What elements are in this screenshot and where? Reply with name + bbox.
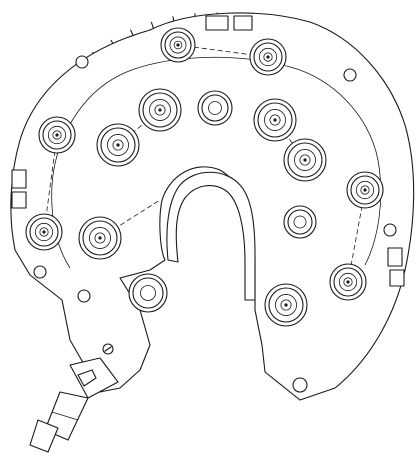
diode: [346, 171, 384, 209]
terminal-stud: [283, 205, 317, 239]
diode: [25, 213, 63, 251]
mounting-hole: [292, 377, 308, 393]
terminal-brackets: [11, 15, 405, 287]
diode: [249, 38, 287, 76]
mounting-holes: [33, 55, 397, 393]
mounting-hole: [33, 265, 47, 279]
diode: [78, 216, 122, 260]
central-slot: [166, 171, 256, 301]
diode: [264, 283, 308, 327]
diode: [138, 88, 182, 132]
inner-ring: [119, 56, 382, 266]
diode: [96, 123, 140, 167]
mounting-hole: [75, 55, 89, 69]
diode: [253, 98, 297, 142]
terminal-stud: [128, 273, 168, 313]
mounting-hole: [77, 289, 91, 303]
mounting-hole: [383, 223, 397, 237]
diode-array: [25, 27, 384, 327]
terminal-studs: [128, 90, 317, 313]
terminal-connector: [29, 357, 119, 453]
diode: [38, 116, 76, 154]
diode: [283, 138, 327, 182]
inner-ring-left: [51, 74, 121, 269]
diode: [329, 263, 367, 301]
mounting-hole: [343, 68, 357, 82]
adjust-screw: [102, 343, 114, 355]
diode: [160, 27, 196, 63]
screw-slot: [104, 346, 112, 352]
terminal-stud: [197, 90, 233, 126]
